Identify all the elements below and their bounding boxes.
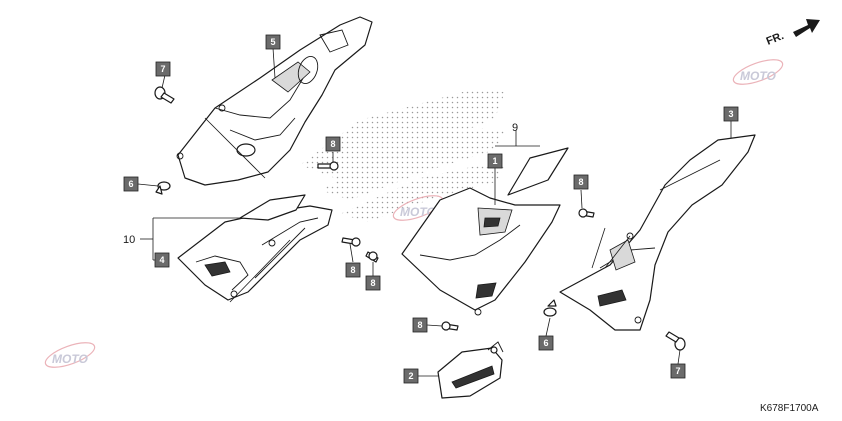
part-3-right-cover (559, 134, 756, 331)
svg-text:3: 3 (728, 109, 733, 119)
clip-7a (154, 86, 175, 104)
svg-text:8: 8 (578, 177, 583, 187)
part-2-reflector (437, 341, 504, 399)
svg-text:7: 7 (160, 64, 165, 74)
dotted-background (300, 90, 505, 222)
part-9-cover-strip (507, 147, 569, 196)
arrow-up-right-icon (793, 19, 820, 37)
callout-part-6[interactable]: 6 (538, 335, 554, 351)
callout-part-8[interactable]: 8 (412, 317, 428, 333)
callout-part-1[interactable]: 1 (487, 153, 503, 169)
screw-8b (341, 237, 361, 247)
screw-8a (317, 161, 339, 171)
svg-text:8: 8 (350, 265, 355, 275)
svg-text:8: 8 (370, 278, 375, 288)
leader-lines (137, 47, 732, 377)
callout-part-4[interactable]: 4 (154, 252, 170, 268)
svg-text:8: 8 (330, 139, 335, 149)
screw-8d (578, 208, 595, 218)
front-label: FR. (765, 30, 786, 48)
watermark-text: MOTO (740, 69, 776, 83)
watermark-logo: MOTO MOTO MOTO (44, 59, 784, 368)
callout-part-8[interactable]: 8 (325, 136, 341, 152)
watermark-text: MOTO (400, 205, 436, 219)
callout-part-6[interactable]: 6 (123, 176, 139, 192)
callout-badges: 5 7 8 6 4 8 8 1 (123, 34, 739, 384)
clip-6b (543, 299, 557, 317)
callout-part-8[interactable]: 8 (345, 262, 361, 278)
clip-7b (665, 331, 686, 351)
callout-part-2[interactable]: 2 (403, 368, 419, 384)
svg-text:8: 8 (417, 320, 422, 330)
callout-part-8[interactable]: 8 (365, 275, 381, 291)
svg-text:4: 4 (159, 255, 164, 265)
clip-6a (155, 181, 171, 195)
screw-8c (365, 251, 379, 263)
watermark-text: MOTO (52, 352, 88, 366)
screw-8e (441, 321, 459, 331)
fasteners (154, 86, 686, 351)
part-1-center-cover (401, 187, 561, 316)
svg-text:2: 2 (408, 371, 413, 381)
diagram-code: K678F1700A (760, 403, 819, 414)
callout-part-7[interactable]: 7 (670, 363, 686, 379)
svg-text:6: 6 (128, 179, 133, 189)
svg-text:6: 6 (543, 338, 548, 348)
label-part-10[interactable]: 10 (123, 234, 135, 246)
part-4-lower-cover (177, 205, 333, 303)
label-part-9[interactable]: 9 (512, 122, 518, 134)
part-10-cover-strip (239, 194, 306, 221)
svg-text:1: 1 (492, 156, 497, 166)
callout-part-5[interactable]: 5 (265, 34, 281, 50)
front-direction-indicator: FR. (765, 19, 820, 48)
svg-text:5: 5 (270, 37, 275, 47)
svg-text:7: 7 (675, 366, 680, 376)
callout-part-8[interactable]: 8 (573, 174, 589, 190)
part-5-inner-cover (176, 16, 373, 186)
callout-part-7[interactable]: 7 (155, 61, 171, 77)
callout-part-3[interactable]: 3 (723, 106, 739, 122)
